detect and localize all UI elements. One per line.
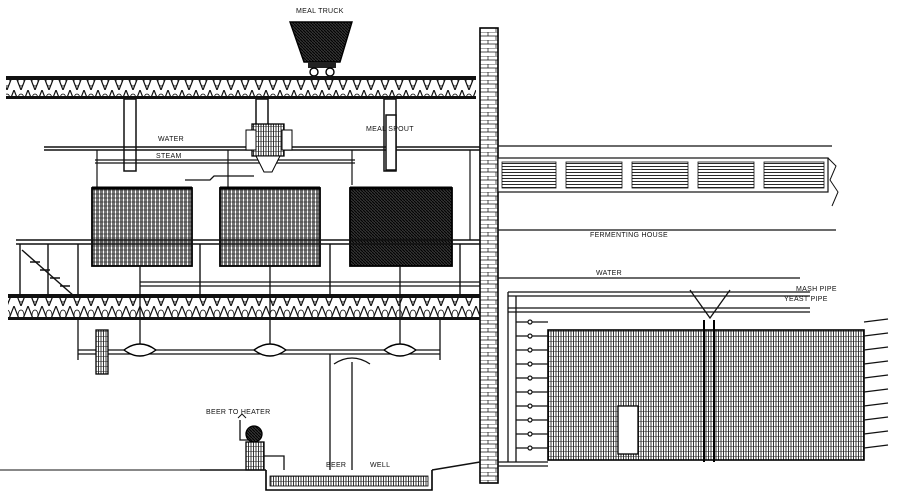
branch-valve <box>527 333 533 339</box>
fermenting-house-elevation <box>497 145 839 231</box>
branch-pipe-right <box>863 416 889 421</box>
mash-tub-1 <box>91 186 193 267</box>
branch-valve <box>527 403 533 409</box>
meal-spout <box>385 114 397 171</box>
branch-pipe-right <box>863 444 889 449</box>
gauge-box <box>95 329 109 375</box>
meal-hopper <box>185 123 293 181</box>
branch-valve <box>527 417 533 423</box>
platform <box>16 239 480 297</box>
top-truss <box>6 76 476 99</box>
water-label-top: WATER <box>158 136 184 143</box>
lower-truss <box>8 294 480 320</box>
branch-valve <box>527 319 533 325</box>
steam-pipe <box>95 150 471 240</box>
branch-pipe-right <box>863 318 889 323</box>
meal-truck-label: MEAL TRUCK <box>296 8 344 15</box>
beer-line <box>329 354 371 470</box>
branch-valve <box>527 389 533 395</box>
branch-pipe-right <box>863 374 889 379</box>
chimney <box>479 27 499 484</box>
branch-pipe-right <box>863 346 889 351</box>
branch-valve <box>527 347 533 353</box>
mash-pipe-label: MASH PIPE <box>796 286 837 293</box>
branch-pipe-right <box>863 388 889 393</box>
water-label-right: WATER <box>596 270 622 277</box>
mash-tub-2 <box>219 186 321 267</box>
branch-pipe-right <box>863 332 889 337</box>
meal-spout-label: MEAL SPOUT <box>366 126 414 133</box>
fermenting-house-label: FERMENTING HOUSE <box>590 232 668 239</box>
meal-truck <box>289 21 353 77</box>
beer-pump <box>237 413 285 471</box>
yeast-pipe-label: YEAST PIPE <box>784 296 828 303</box>
branch-valve <box>527 431 533 437</box>
branch-pipe-right <box>863 402 889 407</box>
branch-valve <box>527 361 533 367</box>
branch-pipe-right <box>863 430 889 435</box>
fermenting-vats <box>547 320 865 462</box>
beer-label: BEER <box>326 462 347 469</box>
branch-valve <box>527 375 533 381</box>
tub-valves <box>122 343 418 357</box>
mash-and-yeast-pipes <box>498 277 810 467</box>
steam-label: STEAM <box>156 153 182 160</box>
beer-to-heater-label: BEER TO HEATER <box>206 409 271 416</box>
well-label: WELL <box>370 462 391 469</box>
branch-valve <box>527 445 533 451</box>
branch-pipe-right <box>863 360 889 365</box>
mash-tub-3 <box>349 186 453 267</box>
branch-pipes <box>516 318 889 451</box>
